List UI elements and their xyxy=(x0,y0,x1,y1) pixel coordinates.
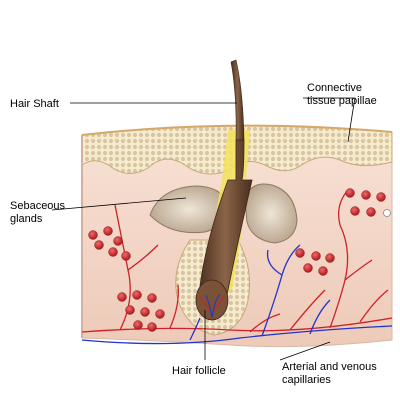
arterial-capillaries xyxy=(81,189,393,333)
label-hair-follicle: Hair follicle xyxy=(172,365,226,377)
label-sebaceous-line1: Sebaceous xyxy=(10,200,66,212)
venous-capillaries xyxy=(81,244,393,345)
blood-cells xyxy=(88,188,386,332)
sebaceous-gland-right xyxy=(244,183,298,244)
label-capillaries-line2: capillaries xyxy=(282,374,331,386)
sebaceous-glands xyxy=(149,183,298,244)
label-connective-line2: tissue papillae xyxy=(307,95,377,107)
label-hair-shaft: Hair Shaft xyxy=(10,98,59,110)
bulb-capillaries xyxy=(199,293,225,319)
hair-shaft xyxy=(195,59,253,321)
label-sebaceous-line2: glands xyxy=(10,213,43,225)
leader-lines xyxy=(51,97,356,361)
label-connective-line1: Connective xyxy=(307,82,362,94)
labels: Hair Shaft Connective tissue papillae Se… xyxy=(10,82,377,386)
label-capillaries-line1: Arterial and venous xyxy=(282,361,377,373)
vessel-stub-icon xyxy=(383,209,391,217)
